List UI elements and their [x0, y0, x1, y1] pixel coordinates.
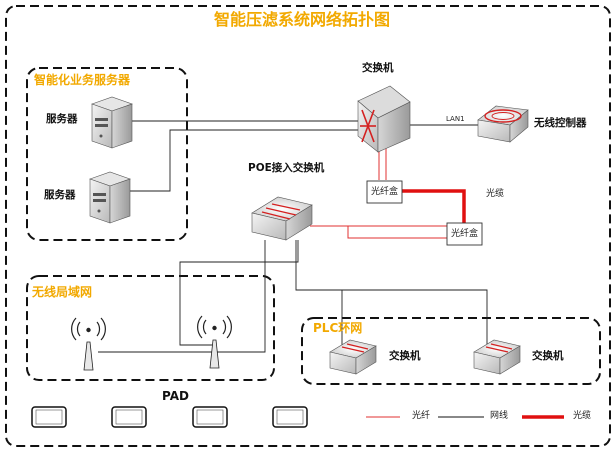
pad-icon	[31, 406, 67, 428]
plc-switch-2-label: 交换机	[532, 350, 564, 362]
wlan-group-label: 无线局域网	[32, 285, 93, 299]
legend-fiber-label: 光纤	[412, 411, 431, 421]
legend-fiber-cable-label: 光缆	[573, 411, 592, 421]
plc-group-box	[301, 317, 601, 385]
pad-label: PAD	[162, 389, 189, 403]
fiber-box-1-shape	[366, 180, 403, 204]
access-point-icon	[197, 315, 232, 369]
link-poe-plc2	[296, 289, 488, 348]
server-icon	[89, 171, 131, 224]
server-1-label: 服务器	[46, 113, 78, 125]
link-poe-ap1	[98, 240, 266, 353]
poe-switch-label: POE接入交换机	[248, 162, 325, 174]
plc-group-label: PLC环网	[313, 321, 363, 335]
server-group-label: 智能化业务服务器	[34, 73, 131, 87]
fiber-box-2-shape	[446, 222, 483, 246]
plc-switch-icon	[329, 339, 377, 375]
diagram-title: 智能压滤系统网络拓扑图	[214, 10, 391, 29]
link-server2-core	[128, 129, 360, 192]
link-poe-ap2	[179, 240, 299, 346]
fiber-cable-label: 光缆	[486, 189, 505, 199]
wlan-group-box	[26, 275, 275, 381]
wireless-controller-label: 无线控制器	[534, 117, 587, 129]
access-point-icon	[71, 317, 106, 371]
plc-switch-icon	[473, 339, 521, 375]
legend-cable-label: 网线	[490, 411, 509, 421]
pad-icon	[192, 406, 228, 428]
plc-switch-1-label: 交换机	[389, 350, 421, 362]
pad-icon	[111, 406, 147, 428]
server-2-label: 服务器	[44, 189, 76, 201]
core-switch-label: 交换机	[362, 62, 394, 74]
lan-port-label: LAN1	[446, 115, 465, 123]
pad-icon	[272, 406, 308, 428]
server-group-box	[26, 67, 188, 241]
network-cable-links	[98, 120, 488, 353]
fiber-box-1-label: 光纤盒	[371, 187, 399, 197]
fiber-cable-link	[402, 189, 466, 224]
core-switch-icon	[357, 85, 411, 153]
poe-switch-icon	[251, 196, 313, 241]
server-icon	[91, 96, 133, 149]
fiber-links	[310, 146, 447, 239]
wireless-controller-icon	[477, 105, 529, 143]
fiber-box-2-label: 光纤盒	[451, 229, 479, 239]
fiber-poe-box2-b	[347, 226, 447, 239]
